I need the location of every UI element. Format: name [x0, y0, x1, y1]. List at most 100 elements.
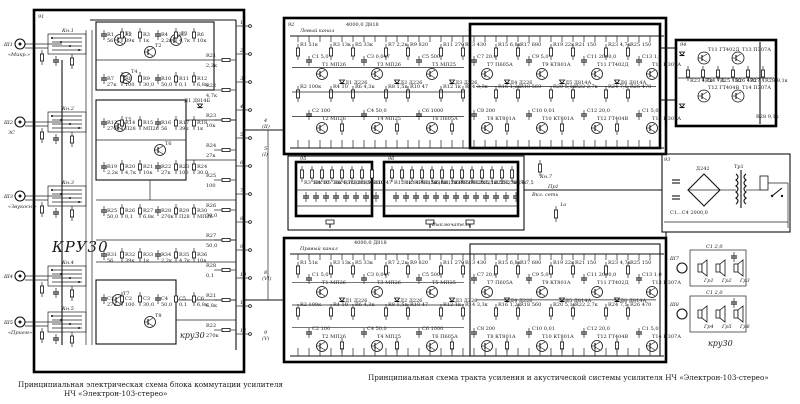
diode-label: Д3 Д226: [455, 298, 477, 304]
switching-block-number: 91: [38, 14, 44, 20]
capacitor-label: С10 0,01: [532, 326, 555, 332]
component-value: 39к: [125, 258, 135, 264]
resistor: [571, 89, 576, 99]
resistor-label: R14 3,3к: [465, 302, 489, 308]
diode-label: Д1 Д226: [345, 80, 367, 86]
pin-terminal: [248, 164, 252, 168]
resistor: [493, 47, 498, 57]
resistor-label: R5 33к: [324, 180, 343, 186]
resistor: [350, 307, 355, 317]
component-value: 30,0: [143, 82, 154, 88]
diode-label: Д2 Д226: [400, 80, 422, 86]
resistor: [626, 265, 631, 275]
resistor-label: R3 13к: [333, 42, 352, 48]
resistor: [560, 123, 565, 132]
component-label: R16: [161, 120, 171, 126]
transistor-lead: [484, 346, 491, 351]
transistor-lead: [374, 341, 381, 346]
resistor-label: R19 22к: [464, 180, 486, 186]
capacitor-label: С5 500: [422, 54, 440, 60]
transformer-label: Тр1: [734, 164, 744, 170]
key-contact-label: Кн.3: [61, 180, 74, 186]
transistor-lead: [319, 346, 326, 351]
component-value: 56: [107, 38, 113, 44]
resistor: [626, 307, 631, 317]
resistor-label: R21: [206, 53, 216, 59]
pin-number: 7: [240, 188, 244, 194]
transistor-lead: [374, 346, 381, 351]
resistor-label: R15 6,8к: [498, 260, 522, 266]
resistor: [339, 169, 344, 179]
resistor: [383, 307, 388, 317]
diode-label: Д5 Д814А: [565, 80, 591, 86]
resistor: [70, 289, 75, 298]
resistor: [538, 163, 543, 173]
amplifier-caption: Принципиальная схема тракта усиления и а…: [368, 373, 769, 382]
junction: [60, 119, 62, 121]
pin-number: 4: [239, 104, 243, 110]
junction: [51, 315, 53, 317]
transistor-lead: [649, 123, 656, 128]
speaker-cap-label: С1 2,0: [706, 244, 723, 250]
speaker-cone: [701, 305, 708, 323]
resistor: [549, 265, 554, 275]
resistor: [120, 295, 125, 303]
transistor-lead: [374, 292, 381, 297]
speaker-cap-label: С1 2,0: [706, 290, 723, 296]
pin-number: 2: [239, 48, 243, 54]
component-label: R6: [197, 32, 204, 38]
pin-terminal: [248, 332, 252, 336]
resistor: [173, 251, 178, 259]
transistor-lead: [157, 150, 164, 155]
resistor: [137, 251, 142, 259]
component-value: 100: [125, 82, 135, 88]
resistor: [571, 265, 576, 275]
resistor: [493, 89, 498, 99]
component-value: 4,7к: [179, 38, 191, 44]
component-label: R4: [161, 32, 168, 38]
component-value: П28: [179, 214, 190, 220]
transistor-label: Т11 ГТ402Д: [708, 47, 740, 53]
pin-terminal: [248, 136, 252, 140]
component-label: C5: [179, 296, 186, 302]
diode: [338, 79, 346, 85]
speaker-cone: [719, 259, 726, 277]
input-socket-pin: [18, 120, 22, 124]
resistor: [571, 47, 576, 57]
resistor: [328, 89, 333, 99]
resistor: [626, 47, 631, 57]
resistor-label: R19 22к: [553, 42, 575, 48]
transistor-lead: [594, 341, 601, 346]
input-socket-label: Ш2: [3, 120, 13, 126]
resistor: [399, 169, 404, 179]
input-tag: «Звукосн.»: [8, 204, 37, 210]
transistor-lead: [594, 69, 601, 74]
resistor: [489, 169, 494, 179]
transistor-lead: [429, 69, 436, 74]
transistor-lead: [649, 128, 656, 133]
component-label: C4: [161, 296, 168, 302]
resistor: [604, 307, 609, 317]
component-label: R8: [125, 76, 132, 82]
resistor: [191, 295, 196, 303]
resistor: [504, 123, 509, 132]
resistor: [70, 57, 75, 66]
resistor: [173, 207, 178, 215]
resistor: [516, 47, 521, 57]
speaker-label: Гр5: [721, 324, 732, 330]
component-value: 0,1: [179, 82, 187, 88]
right-channel-rail-label: 4000,0 Д818: [354, 240, 387, 246]
junction: [60, 273, 62, 275]
resistor-label: R2 100к: [300, 84, 322, 90]
component-value: 50,0: [161, 302, 172, 308]
resistor: [191, 75, 196, 83]
side-pin-label: (VI): [262, 275, 272, 282]
resistor-label: R3 13к: [333, 260, 352, 266]
amplifier-corner-label: кру30: [708, 339, 733, 348]
right-channel-title: Правый канал: [299, 246, 338, 252]
component-value: 50,0: [161, 82, 172, 88]
resistor: [137, 119, 142, 127]
transistor-lead: [374, 123, 381, 128]
component-label: R31: [107, 252, 117, 258]
